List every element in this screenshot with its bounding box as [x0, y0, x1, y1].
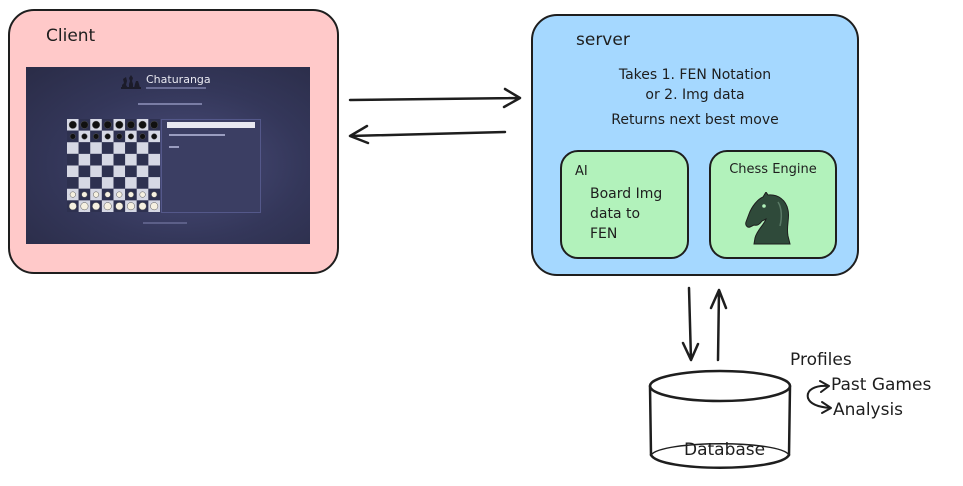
chess-piece-icon [104, 191, 111, 198]
board-square [101, 153, 114, 166]
chess-piece-icon [139, 133, 146, 140]
chess-piece-icon [151, 191, 158, 198]
chess-piece-icon [103, 120, 112, 129]
board-square [113, 153, 126, 166]
board-square [148, 177, 160, 189]
database-cylinder-icon [648, 369, 792, 469]
board-square [125, 153, 137, 166]
panel-text [169, 146, 179, 148]
board-square [136, 153, 149, 166]
chess-piece-icon [92, 120, 101, 129]
server-to-db-arrow [681, 286, 700, 362]
chess-engine-title: Chess Engine [729, 162, 817, 177]
chess-pieces-logo-icon [121, 75, 141, 89]
board-square [67, 153, 79, 166]
database-label: Database [684, 440, 766, 460]
board-square [78, 153, 91, 166]
board-square [67, 177, 79, 189]
chess-piece-icon [103, 202, 112, 211]
client-app-screenshot: Chaturanga [26, 67, 310, 244]
board-square [125, 142, 137, 154]
chess-piece-icon [151, 133, 158, 140]
board-square [90, 177, 102, 189]
server-to-client-arrow [348, 124, 507, 145]
db-item-analysis: Analysis [833, 400, 904, 420]
board-square [90, 142, 102, 154]
board-square [113, 177, 126, 189]
ai-module-title: AI [575, 164, 588, 179]
knight-icon [745, 192, 791, 245]
chess-piece-icon [150, 202, 159, 211]
chess-piece-icon [93, 133, 100, 140]
board-square [113, 142, 126, 154]
panel-text [169, 134, 225, 136]
chess-piece-icon [150, 120, 159, 129]
chess-piece-icon [138, 202, 147, 211]
db-to-past-games-arrow [806, 380, 830, 399]
chess-piece-icon [69, 133, 76, 140]
board-square [78, 165, 91, 178]
chess-piece-icon [81, 133, 88, 140]
chess-piece-icon [80, 120, 89, 129]
board-square [90, 153, 102, 166]
board-square [67, 142, 79, 154]
chess-piece-icon [116, 191, 123, 198]
server-desc-line: Takes 1. FEN Notation [618, 67, 772, 83]
board-square [90, 165, 102, 178]
chess-piece-icon [115, 120, 124, 129]
board-square [78, 142, 91, 154]
app-subtitle-text [146, 87, 206, 89]
chess-piece-icon [81, 191, 88, 198]
chess-piece-icon [104, 133, 111, 140]
client-to-server-arrow [348, 87, 522, 109]
server-title: server [576, 30, 630, 50]
client-title: Client [46, 26, 96, 46]
board-square [101, 177, 114, 189]
chess-piece-icon [115, 202, 124, 211]
server-return-text: Returns next best move [611, 112, 779, 128]
chess-piece-icon [127, 133, 134, 140]
chess-board [67, 119, 160, 212]
db-to-server-arrow [709, 288, 728, 362]
board-square [136, 165, 149, 178]
board-square [125, 177, 137, 189]
app-caption-text [138, 103, 202, 105]
move-panel [161, 119, 261, 213]
chess-piece-icon [80, 202, 89, 211]
chess-piece-icon [68, 120, 77, 129]
board-square [113, 165, 126, 178]
ai-module-box [560, 150, 689, 259]
chess-piece-icon [116, 133, 123, 140]
db-to-analysis-arrow [807, 397, 832, 414]
chess-piece-icon [92, 202, 101, 211]
board-square [136, 142, 149, 154]
db-item-profiles: Profiles [790, 350, 852, 370]
chess-piece-icon [68, 202, 77, 211]
panel-header [167, 122, 255, 128]
board-square [148, 142, 160, 154]
db-item-past-games: Past Games [831, 375, 932, 395]
chess-piece-icon [138, 120, 147, 129]
board-square [78, 177, 91, 189]
board-square [125, 165, 137, 178]
app-title: Chaturanga [146, 73, 211, 86]
board-square [148, 165, 160, 178]
server-description: Takes 1. FEN Notation or 2. Img data [580, 65, 810, 105]
board-square [67, 165, 79, 178]
ai-module-description: Board Img data to FEN [590, 186, 663, 242]
chess-piece-icon [127, 191, 134, 198]
server-desc-line: or 2. Img data [645, 87, 745, 103]
chess-piece-icon [126, 120, 135, 129]
chess-piece-icon [69, 191, 76, 198]
app-footer-text [143, 222, 187, 224]
chess-piece-icon [93, 191, 100, 198]
chess-piece-icon [126, 202, 135, 211]
board-square [101, 165, 114, 178]
board-square [136, 177, 149, 189]
board-square [148, 153, 160, 166]
chess-piece-icon [139, 191, 146, 198]
board-square [101, 142, 114, 154]
